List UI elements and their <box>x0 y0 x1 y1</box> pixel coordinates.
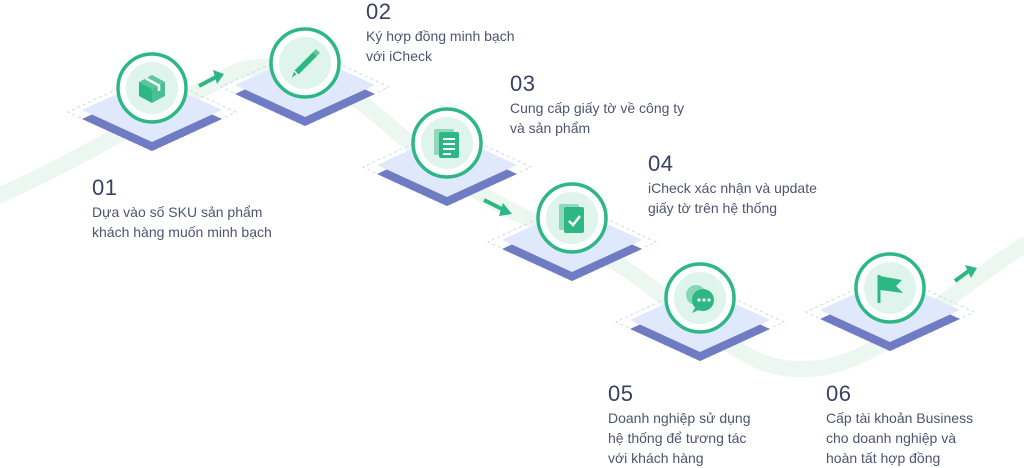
step-05-tile <box>614 262 786 362</box>
step-number: 01 <box>92 175 118 200</box>
step-description-line: Cấp tài khoản Business <box>826 410 974 426</box>
tile-dashed-outline <box>486 202 658 282</box>
step-03-tile <box>361 107 533 207</box>
step-description-line: với iCheck <box>366 48 432 64</box>
step-description-line: và sản phẩm <box>510 120 591 136</box>
step-description-line: iCheck xác nhận và update <box>648 180 817 196</box>
step-description-line: cho doanh nghiệp và <box>826 430 956 446</box>
step-04-tile <box>486 182 658 282</box>
step-description-line: Doanh nghiệp sử dụng <box>608 410 751 426</box>
tile-dashed-outline <box>614 282 786 362</box>
step-04-label: 04 iCheck xác nhận và update giấy tờ trên … <box>648 152 817 218</box>
chat-bubble-icon <box>686 285 714 313</box>
step-number: 03 <box>510 71 536 96</box>
pencil-icon <box>292 49 320 78</box>
step-description-line: giấy tờ trên hệ thống <box>648 200 778 216</box>
tile-dashed-outline <box>804 272 976 352</box>
step-description-line: hoàn tất hợp đồng <box>826 450 941 466</box>
step-number: 05 <box>608 381 634 406</box>
step-01-tile <box>66 52 238 152</box>
tile-dashed-outline <box>219 47 391 127</box>
step-number: 02 <box>366 0 392 24</box>
document-icon <box>434 129 459 158</box>
step-description-line: Cung cấp giấy tờ về công ty <box>510 100 685 116</box>
box-icon <box>139 75 165 103</box>
step-02-tile <box>219 27 391 127</box>
checked-document-icon <box>559 204 584 233</box>
step-description-line: với khách hàng <box>608 450 704 466</box>
step-description-line: khách hàng muốn minh bạch <box>92 224 272 240</box>
step-description-line: hệ thống để tương tác <box>608 430 747 446</box>
step-06-tile <box>804 252 976 352</box>
step-description-line: Ký hợp đồng minh bạch <box>366 28 515 44</box>
step-number: 06 <box>826 381 852 406</box>
step-02-label: 02 Ký hợp đồng minh bạch với iCheck <box>366 0 515 66</box>
arrow-2-icon <box>483 198 512 216</box>
tile-dashed-outline <box>361 127 533 207</box>
flag-icon <box>877 275 903 303</box>
arrow-3-icon <box>953 265 977 283</box>
process-path <box>0 58 1024 378</box>
step-number: 04 <box>648 151 674 176</box>
step-description-line: Dựa vào số SKU sản phẩm <box>92 204 263 220</box>
arrow-1-icon <box>198 70 224 88</box>
tile-dashed-outline <box>66 72 238 152</box>
